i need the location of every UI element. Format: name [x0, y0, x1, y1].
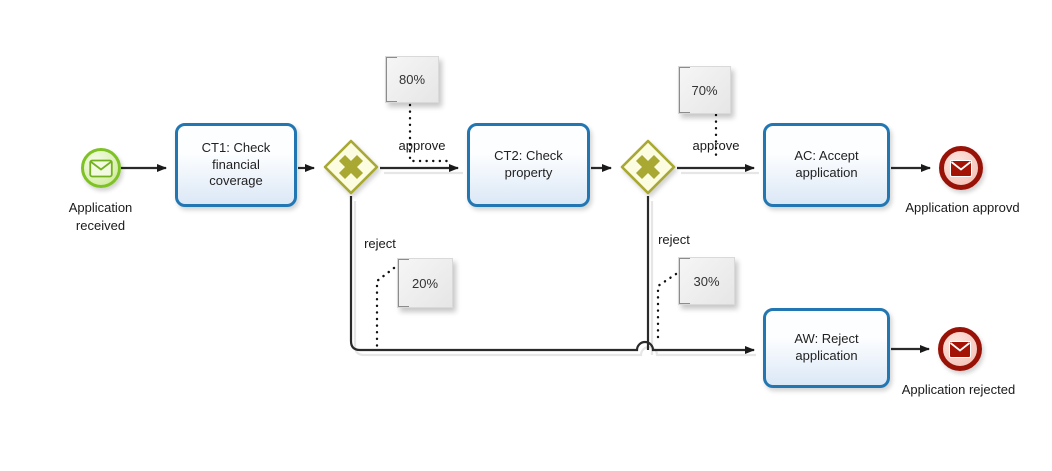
edge-label-reject-2: reject	[658, 232, 690, 247]
end-event-approved-label: Application approvd	[905, 200, 1020, 215]
annotation-30pct: 30%	[678, 257, 735, 305]
flow-gateway1-reject-aw	[349, 196, 755, 354]
task-ct2: CT2: Check property	[467, 123, 590, 207]
x-mark-icon	[635, 154, 661, 180]
xor-gateway-2	[620, 139, 676, 195]
task-aw-label: AW: Reject application	[794, 331, 859, 363]
task-ct1-label: CT1: Check financial coverage	[201, 139, 271, 189]
annotation-20pct-text: 20%	[411, 275, 439, 291]
association-80pct	[408, 103, 453, 163]
envelope-icon	[950, 159, 972, 177]
edge-label-approve-2: approve	[692, 138, 740, 153]
x-mark-icon	[338, 154, 364, 180]
end-event-rejected	[938, 327, 982, 371]
annotation-20pct: 20%	[397, 258, 453, 308]
annotation-80pct: 80%	[385, 56, 439, 103]
xor-gateway-1	[323, 139, 379, 195]
task-ac: AC: Accept application	[763, 123, 890, 207]
task-ct2-label: CT2: Check property	[494, 148, 563, 180]
end-event-approved	[939, 146, 983, 190]
end-event-rejected-label: Application rejected	[901, 382, 1016, 397]
task-ac-label: AC: Accept application	[794, 148, 859, 180]
task-ct1: CT1: Check financial coverage	[175, 123, 297, 207]
annotation-80pct-text: 80%	[398, 72, 426, 87]
edge-label-reject-1: reject	[364, 236, 396, 251]
annotation-30pct-text: 30%	[693, 273, 720, 289]
envelope-icon	[89, 159, 113, 177]
annotation-70pct-text: 70%	[691, 82, 718, 98]
start-event	[81, 148, 121, 188]
edge-label-approve-1: approve	[398, 138, 446, 153]
start-event-label: Application received	[68, 200, 133, 233]
task-aw: AW: Reject application	[763, 308, 890, 388]
annotation-70pct: 70%	[678, 66, 731, 114]
association-30pct	[656, 272, 678, 344]
envelope-icon	[949, 340, 971, 358]
association-20pct	[375, 266, 396, 348]
